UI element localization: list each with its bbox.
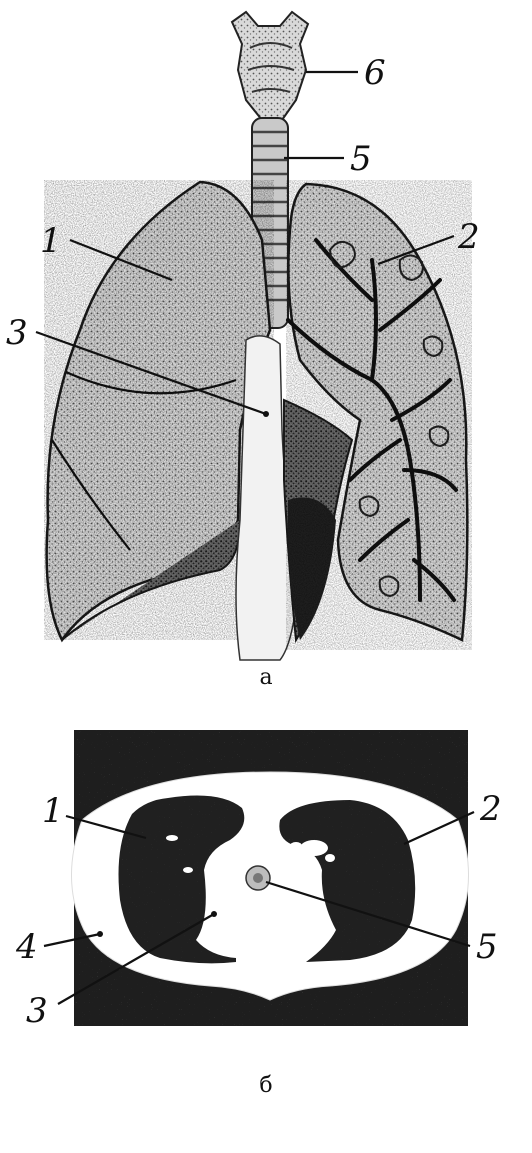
label-b-5: 5 <box>476 927 498 967</box>
label-a-6: 6 <box>364 53 386 93</box>
panel-b-ct-scan: 1 2 4 5 3 б <box>15 730 502 1098</box>
ct-leader-dot-3 <box>211 911 217 917</box>
leader-dot-3 <box>263 411 269 417</box>
larynx <box>232 12 308 120</box>
caption-a: а <box>259 665 272 690</box>
label-a-5: 5 <box>350 139 372 179</box>
label-a-2: 2 <box>457 217 480 257</box>
label-b-1: 1 <box>42 791 64 831</box>
caption-b: б <box>259 1073 272 1098</box>
ct-leader-dot-4 <box>97 931 103 937</box>
label-b-3: 3 <box>26 991 48 1031</box>
label-b-2: 2 <box>479 789 502 829</box>
panel-a-illustration: 6 5 1 2 3 а <box>6 12 480 690</box>
label-b-4: 4 <box>15 927 38 967</box>
label-a-1: 1 <box>40 221 62 261</box>
label-a-3: 3 <box>6 313 28 353</box>
left-lung <box>286 180 472 650</box>
